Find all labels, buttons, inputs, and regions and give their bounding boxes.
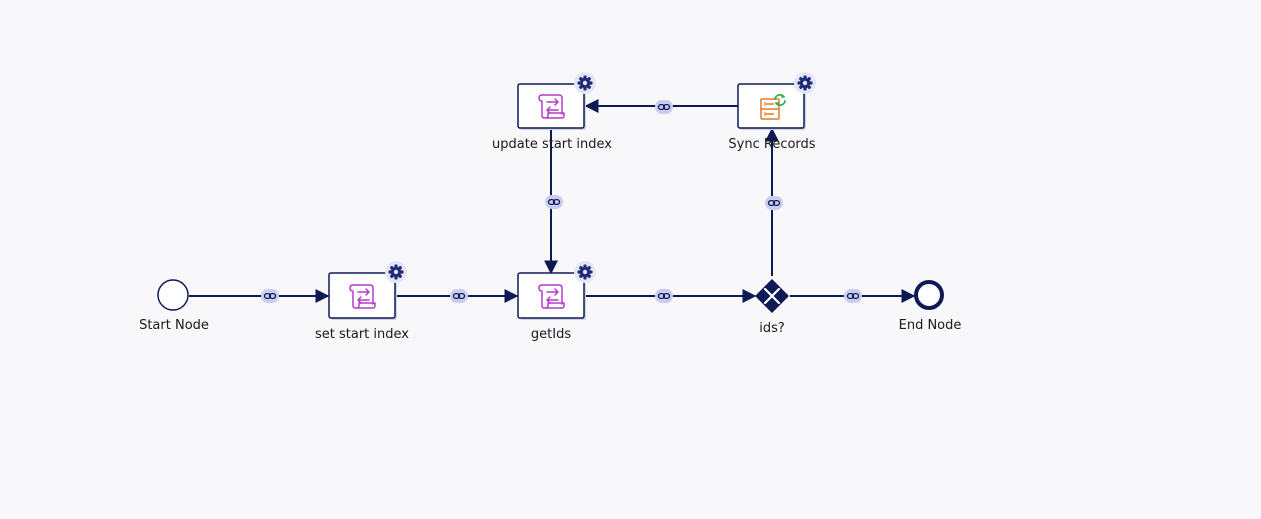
end-event-circle[interactable]: [914, 280, 944, 310]
gear-icon[interactable]: [574, 72, 596, 94]
start-node[interactable]: Start Node: [139, 279, 209, 333]
link-icon[interactable]: [449, 288, 469, 304]
gateway-label: ids?: [759, 321, 785, 336]
task-getids[interactable]: getIds: [517, 261, 596, 342]
link-icon[interactable]: [260, 288, 280, 304]
gear-icon[interactable]: [794, 72, 816, 94]
task-set-start-index[interactable]: set start index: [315, 261, 409, 342]
link-icon[interactable]: [654, 288, 674, 304]
task-label: Sync Records: [728, 137, 815, 152]
task-sync-records[interactable]: Sync Records: [728, 72, 816, 152]
start-node-label: Start Node: [139, 318, 209, 333]
task-box[interactable]: [328, 272, 396, 319]
task-box[interactable]: [517, 272, 585, 319]
link-icon[interactable]: [654, 99, 674, 115]
end-node-label: End Node: [899, 318, 962, 333]
gear-icon[interactable]: [385, 261, 407, 283]
link-icon[interactable]: [843, 288, 863, 304]
start-event-circle[interactable]: [157, 279, 189, 311]
end-node[interactable]: End Node: [899, 280, 962, 333]
task-label: update start index: [492, 137, 612, 152]
link-icon[interactable]: [544, 194, 564, 210]
task-label: getIds: [531, 327, 571, 342]
task-box[interactable]: [517, 83, 585, 129]
task-update-start-index[interactable]: update start index: [492, 72, 612, 152]
task-label: set start index: [315, 327, 409, 342]
task-box[interactable]: [737, 83, 805, 129]
gateway-ids[interactable]: ids?: [755, 279, 789, 336]
gear-icon[interactable]: [574, 261, 596, 283]
link-icon[interactable]: [764, 195, 784, 211]
